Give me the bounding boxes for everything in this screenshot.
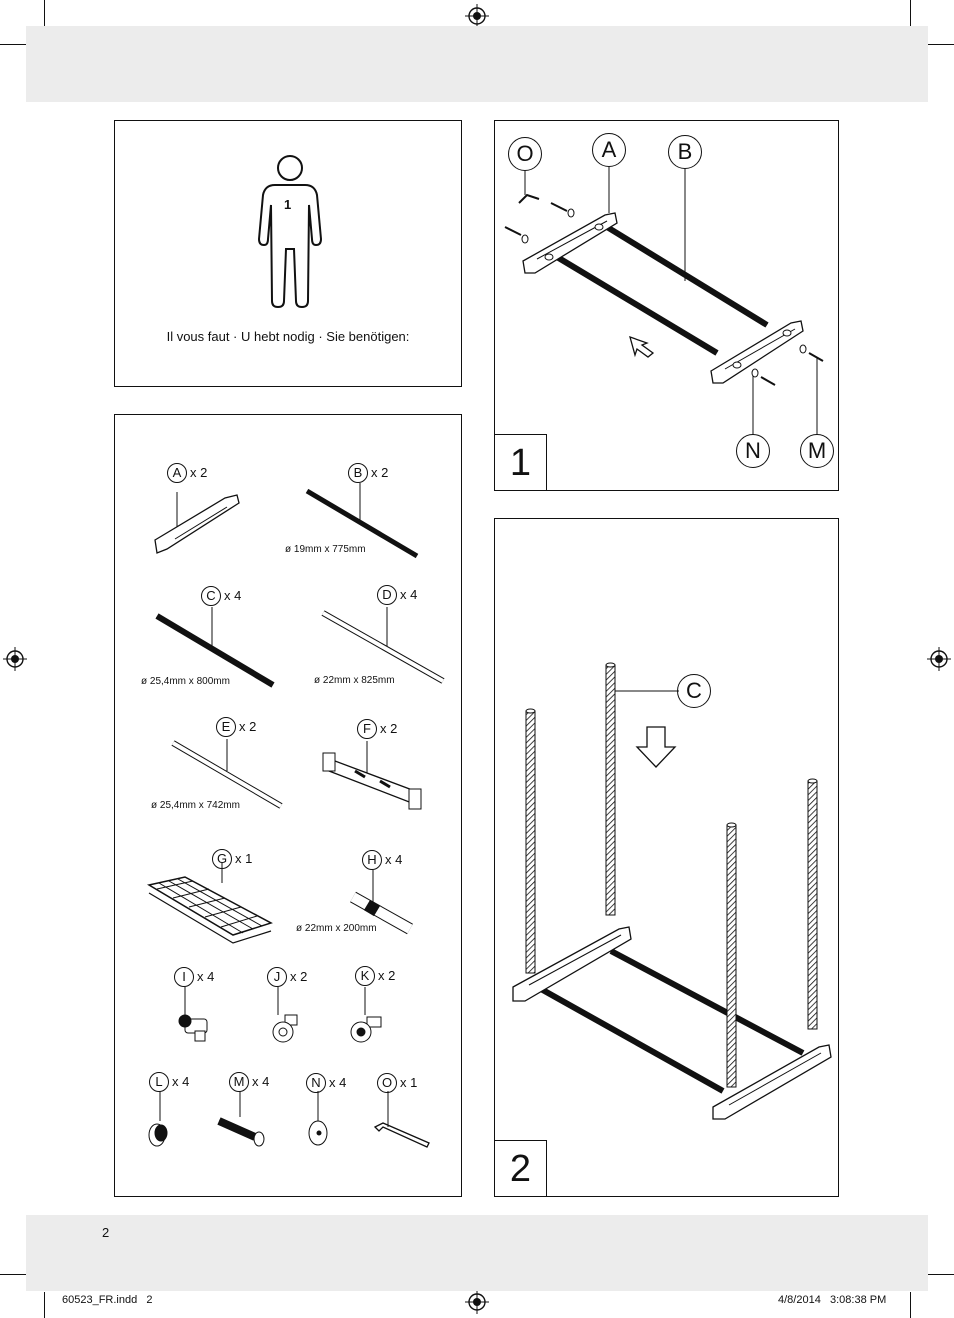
crop-mark <box>910 0 911 26</box>
part-m-bolt-drawing <box>217 1091 265 1147</box>
crop-mark <box>0 44 26 45</box>
footer-file: 60523_FR.indd 2 <box>62 1294 153 1306</box>
step-2-panel: C 2 <box>494 518 839 1197</box>
header-band <box>26 26 928 102</box>
person-icon <box>257 155 323 309</box>
part-c-dimension: ø 25,4mm x 800mm <box>141 676 230 687</box>
part-d-tube-drawing <box>321 607 445 684</box>
part-e-dimension: ø 25,4mm x 742mm <box>151 800 240 811</box>
parts-drawings <box>146 483 445 1148</box>
step-1-number: 1 <box>495 434 547 490</box>
part-e-tube-drawing <box>171 739 283 809</box>
part-o-key-drawing <box>373 1091 430 1148</box>
crop-mark <box>0 1274 26 1275</box>
part-k-caster-drawing <box>350 987 382 1043</box>
part-g-shelf-drawing <box>146 863 273 944</box>
part-h-dimension: ø 22mm x 200mm <box>296 923 377 934</box>
person-count: 1 <box>284 197 292 212</box>
crop-mark <box>44 1292 45 1318</box>
crop-mark <box>928 44 954 45</box>
step-1-label-m: M <box>800 434 834 468</box>
part-j-caster-drawing <box>272 987 298 1043</box>
step-1-label-a: A <box>592 133 626 167</box>
persons-caption: Il vous faut · U hebt nodig · Sie benöti… <box>166 329 410 344</box>
step-1-drawing <box>504 167 824 435</box>
registration-mark-icon <box>465 4 489 28</box>
part-n-washer-drawing <box>308 1091 328 1146</box>
footer-timestamp: 4/8/2014 3:08:38 PM <box>778 1294 887 1306</box>
crop-mark <box>44 0 45 26</box>
part-l-cap-drawing <box>148 1091 168 1147</box>
part-a-foot-drawing <box>154 492 240 554</box>
part-i-caster-drawing <box>178 987 208 1042</box>
step-2-drawing <box>512 662 832 1120</box>
registration-mark-icon <box>3 647 27 671</box>
part-f-frame-drawing <box>322 741 422 810</box>
part-b-dimension: ø 19mm x 775mm <box>285 544 366 555</box>
registration-mark-icon <box>927 647 951 671</box>
step-1-label-o: O <box>508 137 542 171</box>
step-1-label-b: B <box>668 135 702 169</box>
part-d-dimension: ø 22mm x 825mm <box>314 675 395 686</box>
registration-mark-icon <box>465 1290 489 1314</box>
footer-band <box>26 1215 928 1291</box>
step-1-label-n: N <box>736 434 770 468</box>
step-2-number: 2 <box>495 1140 547 1196</box>
crop-mark <box>910 1292 911 1318</box>
step-1-panel: O A B N M 1 <box>494 120 839 491</box>
part-h-tube-drawing <box>350 870 413 935</box>
step-2-label-c: C <box>677 674 711 708</box>
page-number: 2 <box>102 1225 110 1240</box>
part-c-rod-drawing <box>155 607 275 688</box>
crop-mark <box>928 1274 954 1275</box>
part-b-rod-drawing <box>305 483 419 559</box>
persons-panel: 1 Il vous faut · U hebt nodig · Sie benö… <box>114 120 462 387</box>
